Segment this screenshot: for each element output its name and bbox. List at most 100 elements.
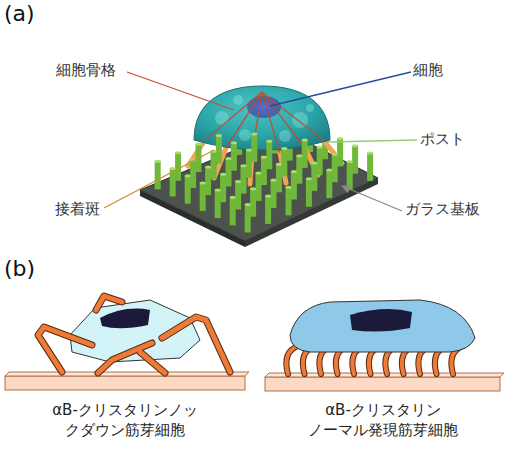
post-body (185, 176, 191, 204)
post-body (276, 164, 282, 192)
post (231, 141, 237, 171)
post-top (215, 189, 221, 192)
post-top (251, 133, 257, 136)
post-body (256, 173, 262, 201)
adhesion-legs (38, 296, 230, 373)
panel-label: (b) (4, 255, 35, 284)
part-label: ポスト (420, 130, 465, 150)
part-label: 接着斑 (55, 200, 100, 220)
post-body (251, 134, 257, 162)
post (265, 194, 271, 224)
post (296, 154, 302, 184)
post-top (302, 138, 308, 141)
post-top (286, 186, 292, 189)
post (266, 140, 272, 170)
post-body (175, 153, 181, 181)
post (250, 187, 256, 217)
post-body (190, 160, 196, 188)
post-body (296, 156, 302, 184)
post (216, 134, 222, 164)
post-body (332, 154, 338, 182)
leader-line (104, 150, 214, 208)
post-body (337, 139, 343, 167)
post-top (226, 157, 232, 160)
post-top (326, 169, 332, 172)
post-body (265, 196, 271, 224)
post-array (155, 133, 373, 233)
post-top (311, 161, 317, 164)
post (271, 179, 277, 209)
post-top (196, 143, 202, 146)
post-top (250, 187, 256, 190)
post-top (155, 160, 161, 163)
post (175, 151, 181, 181)
post-top (185, 174, 191, 177)
post (205, 166, 211, 196)
post-top (230, 196, 236, 199)
post-body (271, 180, 277, 208)
post-body (250, 189, 256, 217)
post-top (266, 140, 272, 143)
nucleus (100, 309, 150, 329)
post-body (245, 205, 251, 233)
post-top (291, 170, 297, 173)
part-label: 細胞 (413, 61, 443, 81)
post (245, 203, 251, 233)
post (352, 144, 358, 174)
post-top (200, 181, 206, 184)
post (306, 177, 312, 207)
focal-adhesion (286, 346, 298, 374)
post-top (256, 171, 262, 174)
post-body (291, 172, 297, 200)
post-body (215, 190, 221, 218)
post-top (271, 179, 277, 182)
part-label: 細胞骨格 (56, 61, 116, 81)
post-body (352, 146, 358, 174)
post (347, 160, 353, 190)
post-body (311, 163, 317, 191)
post-body (261, 157, 267, 185)
post (281, 147, 287, 177)
post-body (241, 166, 247, 194)
leader-arrow (342, 186, 402, 211)
post (235, 180, 241, 210)
post (256, 171, 262, 201)
post-top (276, 163, 282, 166)
substrate (265, 377, 500, 391)
post (326, 169, 332, 199)
post-top (352, 144, 358, 147)
post-body (205, 167, 211, 195)
post-top (245, 203, 251, 206)
post-top (175, 151, 181, 154)
post-top (306, 177, 312, 180)
post-top (332, 153, 338, 156)
post-body (286, 187, 292, 215)
post-body (306, 179, 312, 207)
post-top (337, 137, 343, 140)
caption: αB-クリスタリンノッ クダウン筋芽細胞 (10, 401, 240, 440)
post (185, 174, 191, 204)
post (317, 146, 323, 176)
post-body (281, 149, 287, 177)
post-body (155, 161, 161, 189)
post-top (317, 146, 323, 149)
post-top (296, 154, 302, 157)
post-body (220, 174, 226, 202)
post (241, 164, 247, 194)
post-body (235, 182, 241, 210)
nucleus (350, 309, 412, 331)
post (200, 181, 206, 211)
focal-adhesion (286, 346, 298, 374)
post-body (246, 150, 252, 178)
post-body (317, 147, 323, 175)
post (367, 151, 373, 181)
post (155, 160, 161, 190)
post-body (367, 153, 373, 181)
post-body (226, 159, 232, 187)
post-body (200, 183, 206, 211)
post-top (170, 167, 176, 170)
caption: αB-クリスタリン ノーマル発現筋芽細胞 (268, 401, 498, 440)
post-top (347, 160, 353, 163)
